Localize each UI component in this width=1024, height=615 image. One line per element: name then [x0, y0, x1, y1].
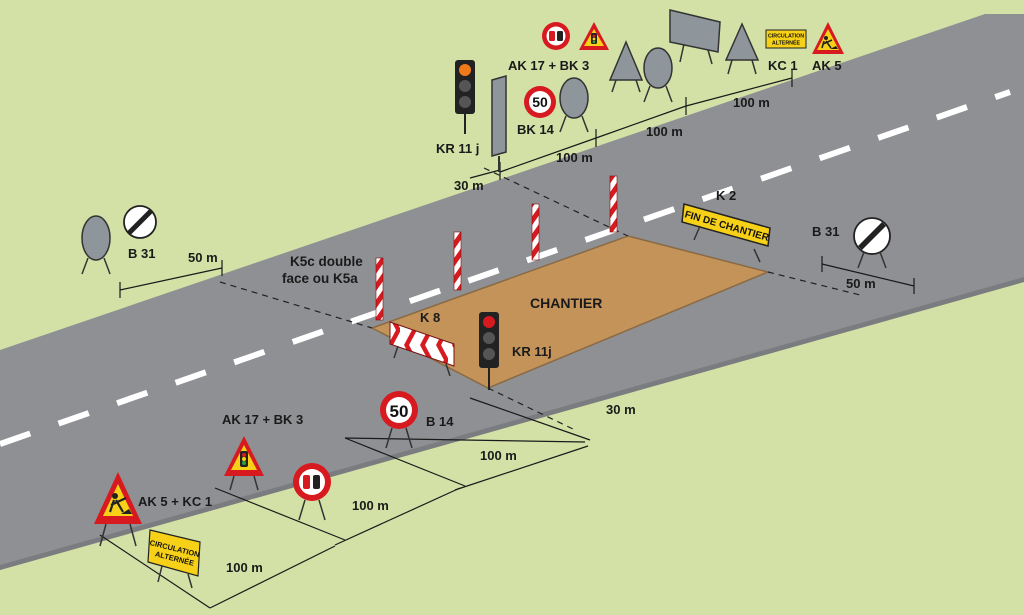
roadworks-warning-sign-bottom-icon	[94, 472, 142, 547]
delineator-post-4	[609, 175, 618, 233]
label-ak17-bk3-bottom: AK 17 + BK 3	[222, 412, 303, 427]
dashed-guide-lines	[219, 167, 861, 431]
label-ak5-top: AK 5	[812, 58, 842, 73]
label-k5c-line2: face ou K5a	[282, 271, 358, 286]
roadworks-warning-sign-icon	[812, 22, 844, 54]
sign-back-left	[81, 215, 111, 275]
label-b14: B 14	[426, 414, 454, 429]
end-of-restriction-sign-icon	[123, 205, 157, 239]
dist-bot-100-c: 100 m	[226, 560, 263, 575]
label-ak17-bk3-top: AK 17 + BK 3	[508, 58, 589, 73]
road-centre-line	[0, 89, 1011, 447]
label-bk14-top: BK 14	[517, 122, 555, 137]
road-shoulder-shade	[0, 277, 1024, 570]
label-k8: K 8	[420, 310, 440, 325]
kc1-top-text-1: CIRCULATION	[768, 34, 804, 40]
sign-back-panel-top	[491, 75, 507, 157]
label-kc1-top: KC 1	[768, 58, 798, 73]
dist-top-30: 30 m	[454, 178, 484, 193]
speed-limit-sign-icon: 50	[524, 86, 556, 118]
dist-bot-100-a: 100 m	[480, 448, 517, 463]
chevron-barrier-icon	[389, 321, 455, 377]
label-chantier: CHANTIER	[530, 295, 602, 311]
label-k2: K 2	[716, 188, 736, 203]
dist-left-50: 50 m	[188, 250, 218, 265]
traffic-light-warning-sign-icon	[579, 22, 609, 50]
dist-top-100-a: 100 m	[556, 150, 593, 165]
dist-bot-30: 30 m	[606, 402, 636, 417]
delineator-post-3	[531, 203, 540, 261]
dist-right-50: 50 m	[846, 276, 876, 291]
no-overtaking-sign-icon	[542, 22, 570, 50]
traffic-light-warning-sign-bottom-icon	[224, 436, 264, 491]
label-ak5-kc1: AK 5 + KC 1	[138, 494, 212, 509]
dist-top-100-b: 100 m	[646, 124, 683, 139]
speed-limit-top-text: 50	[532, 94, 548, 110]
traffic-light-icon	[455, 60, 475, 134]
label-b31-left: B 31	[128, 246, 155, 261]
speed-limit-sign-bottom-icon: 50	[380, 391, 418, 449]
delineator-post-2	[453, 231, 462, 291]
circulation-alternee-sign-bottom: CIRCULATION ALTERNÉE	[147, 529, 201, 589]
circulation-alternee-sign-top: CIRCULATION ALTERNÉE	[765, 29, 807, 49]
traffic-light-bottom-icon	[479, 312, 499, 390]
dimension-lines	[99, 69, 915, 609]
label-b31-right: B 31	[812, 224, 839, 239]
dist-top-100-c: 100 m	[733, 95, 770, 110]
end-of-restriction-sign-right-icon	[853, 217, 891, 269]
no-overtaking-sign-bottom-icon	[293, 463, 331, 521]
label-kr11j-bottom: KR 11j	[512, 344, 552, 359]
dist-bot-100-b: 100 m	[352, 498, 389, 513]
delineator-post-icon	[375, 257, 384, 321]
label-kr11j-top: KR 11 j	[436, 141, 479, 156]
speed-limit-bottom-text: 50	[390, 402, 409, 421]
sign-backs-top	[559, 9, 760, 133]
kc1-top-text-2: ALTERNÉE	[772, 39, 801, 47]
label-k5c-line1: K5c double	[290, 254, 363, 269]
